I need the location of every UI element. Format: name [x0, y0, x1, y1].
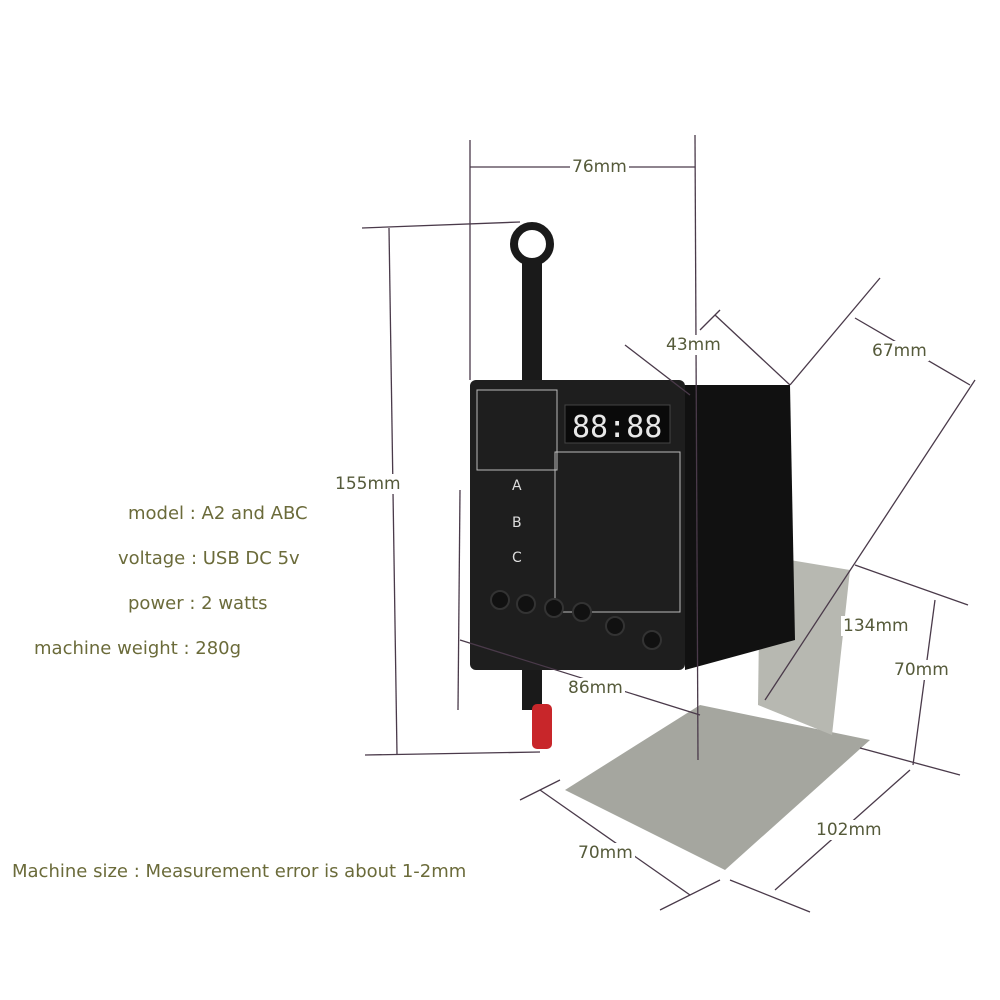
spec-voltage: voltage : USB DC 5v [118, 548, 300, 569]
group-b-label: B [512, 515, 522, 531]
dim-depth-side: 67mm [870, 341, 929, 361]
device-side [680, 385, 795, 670]
spec-power: power : 2 watts [128, 593, 268, 614]
dim-height: 155mm [333, 474, 403, 494]
spec-model: model : A2 and ABC [128, 503, 308, 524]
display-window [564, 404, 671, 444]
dim-width-top: 76mm [570, 157, 629, 177]
dimension-lines [361, 134, 976, 913]
dim-depth-top: 43mm [664, 335, 723, 355]
size-caption: Machine size : Measurement error is abou… [12, 861, 467, 882]
group-a-label: A [512, 478, 522, 494]
dim-stand-diagonal: 134mm [841, 616, 911, 636]
button-row [490, 590, 662, 650]
dim-stand-height: 70mm [892, 660, 951, 680]
plunger-tip [532, 704, 552, 749]
spec-weight: machine weight : 280g [34, 638, 242, 659]
plunger-ring [510, 222, 554, 266]
dim-base-depth: 102mm [814, 820, 884, 840]
display-readout: 88:88 [572, 410, 662, 445]
dim-base-width: 70mm [576, 843, 635, 863]
group-c-label: C [512, 550, 522, 566]
dim-front-width: 86mm [566, 678, 625, 698]
stand-base-plate [565, 705, 870, 870]
